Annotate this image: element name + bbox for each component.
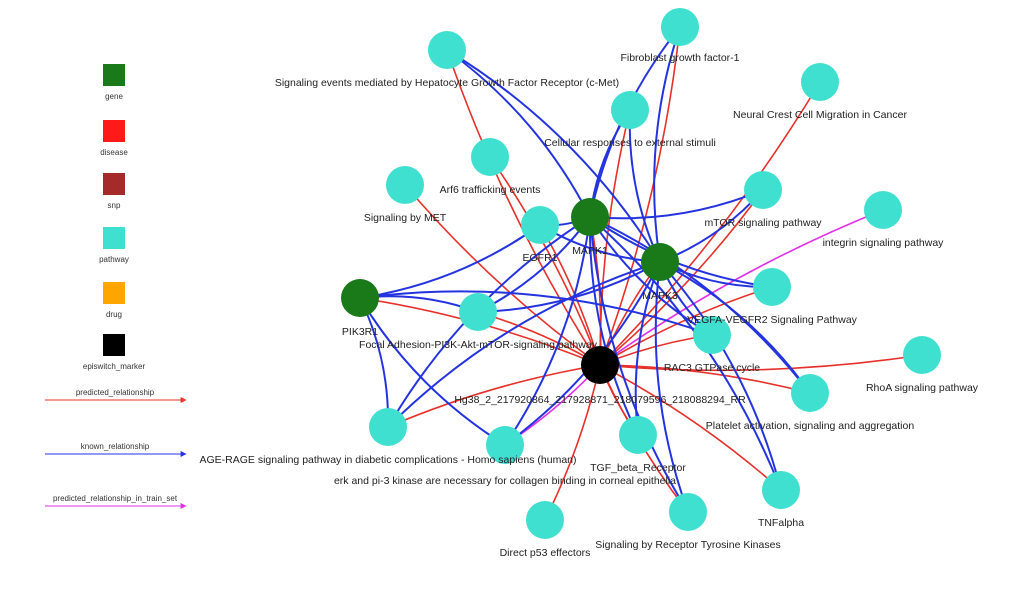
edge-train-hg38-integrin [599, 209, 884, 366]
node-label-integrin: integrin signaling pathway [823, 237, 945, 249]
legend-swatch-drug [103, 282, 125, 304]
node-label-age: AGE-RAGE signaling pathway in diabetic c… [199, 454, 576, 466]
edge-predicted-hg38-hgf [446, 49, 601, 366]
node-rac3[interactable] [693, 316, 731, 354]
edge-known-mapk1-erk [504, 216, 591, 446]
node-fgf1[interactable] [661, 8, 699, 46]
node-label-mapk1: MAPK1 [572, 245, 608, 257]
edge-known-pik3r1-egfr1 [359, 224, 541, 299]
node-label-cres: Cellular responses to external stimuli [544, 137, 716, 149]
legend-swatch-gene [103, 64, 125, 86]
node-label-p53: Direct p53 effectors [500, 547, 591, 559]
legend-edge-label-known: known_relationship [81, 442, 150, 451]
edges-layer [359, 26, 923, 521]
node-hg38[interactable] [581, 346, 619, 384]
legend: gene disease snp pathway drug episwitch_marke… [45, 64, 187, 509]
legend-label-snp: snp [108, 201, 121, 210]
legend-swatch-disease [103, 120, 125, 142]
legend-edge-label-predicted: predicted_relationship [76, 388, 155, 397]
edge-predicted-hg38-met [404, 184, 601, 366]
node-label-focal: Focal Adhesion-PI3K-Akt-mTOR-signaling p… [359, 339, 598, 351]
edge-predicted-hg38-vegfa [599, 286, 773, 366]
node-cres[interactable] [611, 91, 649, 129]
node-ncc[interactable] [801, 63, 839, 101]
edge-predicted-hg38-p53 [544, 364, 601, 521]
edge-known-pik3r1-age [359, 297, 390, 428]
legend-label-drug: drug [106, 310, 122, 319]
node-egfr1[interactable] [521, 206, 559, 244]
node-label-tnfa: TNFalpha [758, 517, 804, 529]
edge-known-mapk1-tgfb [588, 216, 639, 436]
edge-predicted-hg38-rhoa [599, 354, 923, 372]
node-integrin[interactable] [864, 191, 902, 229]
edge-known-mapk1-rtk [589, 216, 689, 513]
node-platelet[interactable] [791, 374, 829, 412]
node-label-rtk: Signaling by Receptor Tyrosine Kinases [595, 539, 780, 551]
edge-predicted-hg38-age [387, 364, 601, 428]
legend-label-gene: gene [105, 92, 123, 101]
edge-known-mapk1-mtor [589, 189, 764, 220]
edge-known-mapk1-hgf [446, 49, 591, 218]
node-label-hgf: Signaling events mediated by Hepatocyte … [275, 77, 619, 89]
node-p53[interactable] [526, 501, 564, 539]
node-label-met: Signaling by MET [364, 212, 447, 224]
node-met[interactable] [386, 166, 424, 204]
legend-label-pathway: pathway [99, 255, 129, 264]
edge-known-mapk3-rtk [654, 261, 689, 513]
node-tgfb[interactable] [619, 416, 657, 454]
node-label-platelet: Platelet activation, signaling and aggre… [706, 420, 915, 432]
edge-known-mapk3-focal [477, 261, 661, 313]
node-hgf[interactable] [428, 31, 466, 69]
node-focal[interactable] [459, 293, 497, 331]
node-mapk3[interactable] [641, 243, 679, 281]
node-label-mapk3: MAPK3 [642, 290, 678, 302]
edge-known-pik3r1-rac3 [359, 290, 713, 336]
legend-edge-label-train: predicted_relationship_in_train_set [53, 494, 178, 503]
legend-swatch-episwitch_marker [103, 334, 125, 356]
edge-known-mapk3-fgf1 [653, 26, 681, 263]
legend-swatch-pathway [103, 227, 125, 249]
node-label-erk: erk and pi-3 kinase are necessary for co… [334, 475, 676, 487]
node-label-egfr1: EGFR1 [522, 252, 557, 264]
node-arf6[interactable] [471, 138, 509, 176]
edge-known-mapk3-tgfb [634, 261, 661, 436]
node-tnfa[interactable] [762, 471, 800, 509]
node-vegfa[interactable] [753, 268, 791, 306]
legend-swatch-snp [103, 173, 125, 195]
node-label-vegfa: VEGFA-VEGFR2 Signaling Pathway [687, 314, 858, 326]
node-age[interactable] [369, 408, 407, 446]
node-pik3r1[interactable] [341, 279, 379, 317]
node-label-ncc: Neural Crest Cell Migration in Cancer [733, 109, 907, 121]
legend-label-episwitch_marker: episwitch_marker [83, 362, 146, 371]
edge-known-mapk3-hgf [446, 49, 661, 263]
edge-known-mapk3-tnfa [659, 261, 782, 491]
nodes-layer [341, 8, 941, 539]
node-label-mtor: mTOR signaling pathway [704, 217, 822, 229]
edge-known-mapk3-age [387, 261, 661, 428]
node-label-pik3r1: PIK3R1 [342, 326, 378, 338]
node-mapk1[interactable] [571, 198, 609, 236]
edge-predicted-hg38-platelet [599, 364, 811, 394]
node-erk[interactable] [486, 426, 524, 464]
edge-predicted-hg38-fgf1 [599, 26, 681, 366]
node-mtor[interactable] [744, 171, 782, 209]
node-label-arf6: Arf6 trafficking events [440, 184, 541, 196]
node-label-rac3: RAC3 GTPase cycle [664, 362, 760, 374]
node-label-hg38: Hg38_2_217920864_217928871_218079596_218… [454, 394, 746, 406]
legend-label-disease: disease [100, 148, 128, 157]
node-rhoa[interactable] [903, 336, 941, 374]
node-label-fgf1: Fibroblast growth factor-1 [620, 52, 739, 64]
edge-known-mapk1-rac3 [589, 216, 713, 336]
edge-known-mapk3-platelet [659, 261, 811, 394]
edge-predicted-hg38-arf6 [489, 156, 601, 366]
node-label-tgfb: TGF_beta_Receptor [590, 462, 686, 474]
edge-known-pik3r1-erk [359, 297, 506, 446]
node-rtk[interactable] [669, 493, 707, 531]
node-label-rhoa: RhoA signaling pathway [866, 382, 979, 394]
edge-predicted-hg38-mtor [599, 189, 764, 366]
